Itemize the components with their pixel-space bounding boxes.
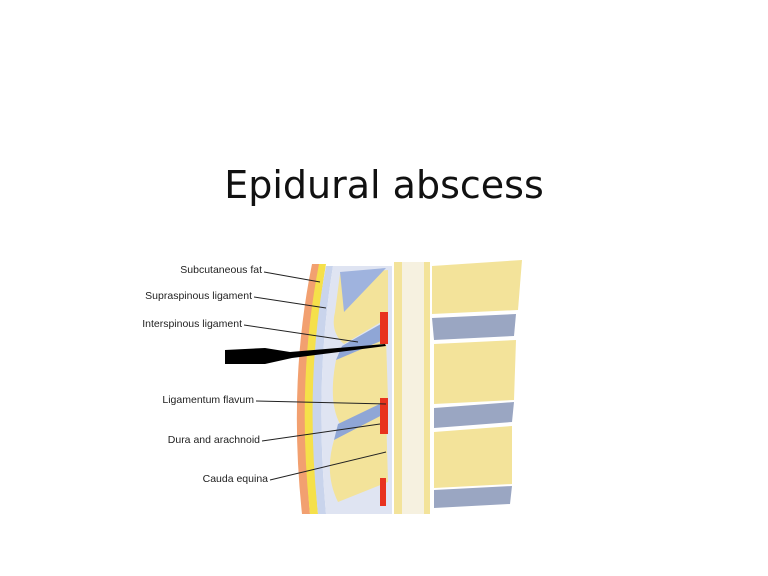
- label-cauda-equina: Cauda equina: [202, 473, 268, 485]
- label-subcutaneous-fat: Subcutaneous fat: [180, 264, 262, 276]
- fat-layer: [304, 264, 326, 514]
- vertebral-body: [432, 260, 522, 314]
- spine-illustration: Subcutaneous fat Supraspinous ligament I…: [130, 252, 540, 522]
- label-dura-and-arachnoid: Dura and arachnoid: [167, 434, 260, 446]
- spine-diagram: [225, 260, 522, 514]
- label-supraspinous-ligament: Supraspinous ligament: [145, 290, 252, 302]
- intervertebral-disc: [432, 314, 516, 340]
- supraspinous-ligament: [312, 266, 333, 514]
- dura-arachnoid: [394, 262, 402, 514]
- skin-layer: [296, 264, 320, 514]
- epidural-space: [380, 312, 388, 344]
- slide-title: Epidural abscess: [224, 163, 544, 207]
- needle-icon: [225, 344, 386, 364]
- label-ligamentum-flavum: Ligamentum flavum: [162, 394, 254, 406]
- label-interspinous-ligament: Interspinous ligament: [142, 318, 242, 330]
